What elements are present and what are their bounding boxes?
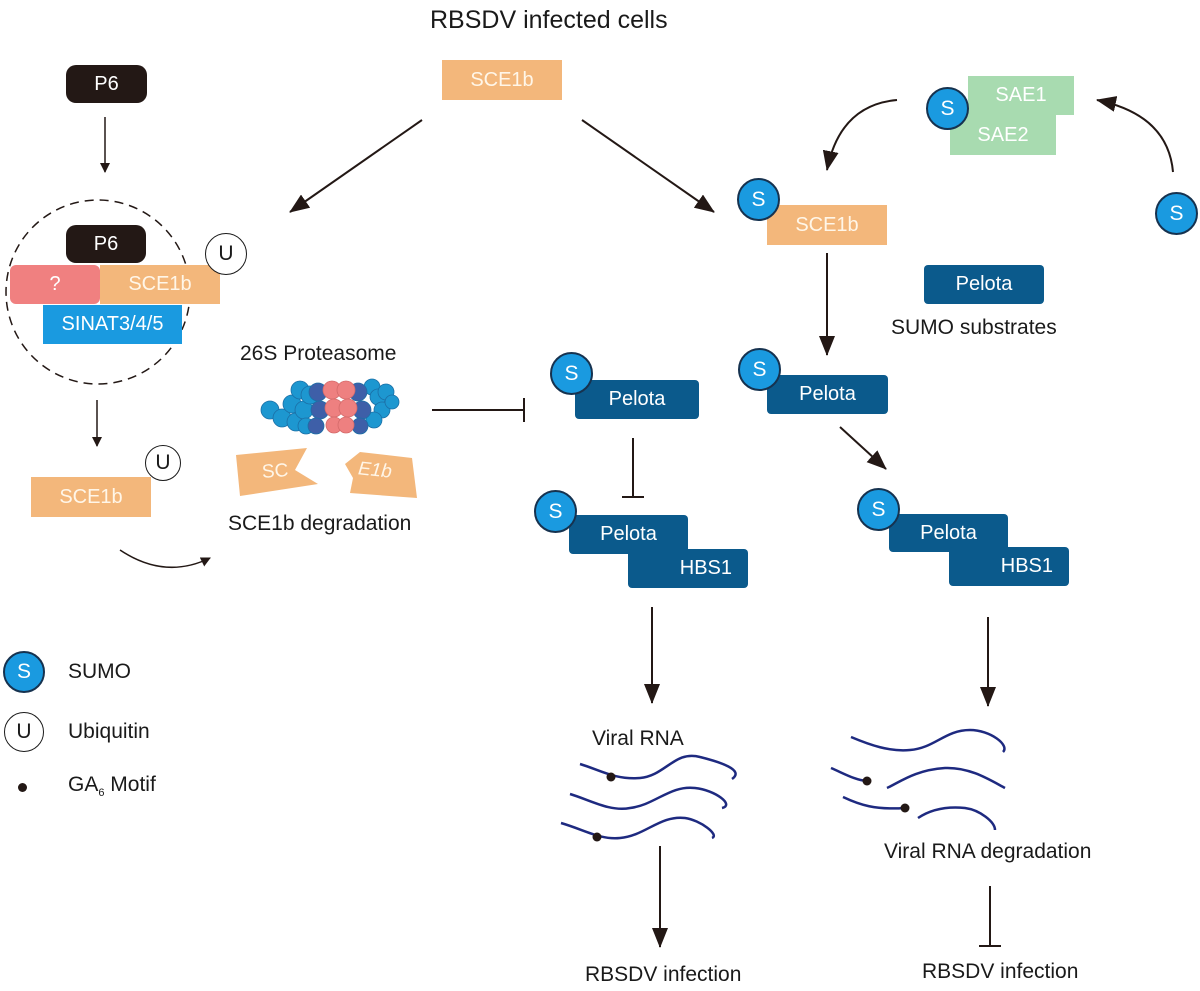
arrow-sae-to-sce1b (822, 99, 898, 171)
top-sce1b-label: SCE1b (470, 68, 534, 91)
sce1b-degradation-label: SCE1b degradation (228, 512, 412, 535)
sae1-protein: SAE1 (968, 76, 1074, 115)
legend-ga6-motif-dot-icon (18, 783, 27, 792)
sumo-symbol: S (1169, 201, 1184, 225)
right-hbs1-protein: HBS1 (949, 547, 1069, 586)
fragment-right-label: E1b (357, 458, 393, 483)
sumo-icon: S (857, 488, 900, 531)
legend-sumo-label: SUMO (68, 660, 131, 683)
degraded-rna-strands (830, 728, 1006, 831)
sumo-icon: S (534, 490, 577, 533)
proteasome-label: 26S Proteasome (240, 342, 397, 365)
sumo-symbol: S (564, 361, 579, 385)
complex-sce1b-protein: SCE1b (100, 265, 220, 304)
rna-fragment (842, 795, 906, 810)
motif-text: Motif (104, 773, 156, 796)
sumo-icon: S (926, 87, 969, 130)
sce1b-fragment-left (236, 448, 318, 496)
ga6-motif-dot (606, 772, 616, 782)
arrow-ubsce1b-to-degradation (119, 549, 211, 569)
sumo-symbol: S (940, 96, 955, 120)
rna-fragment (886, 766, 1006, 790)
middle-pelota-label: Pelota (608, 388, 666, 410)
viral-rna-label: Viral RNA (592, 727, 684, 750)
complex-p6-label: P6 (93, 232, 119, 255)
right-hbs1-label: HBS1 (1000, 555, 1053, 577)
ubiquitinated-sce1b-label: SCE1b (59, 485, 123, 508)
sinat-protein: SINAT3/4/5 (43, 305, 182, 344)
sumoylated-sce1b-label: SCE1b (795, 213, 859, 236)
p6-label: P6 (94, 72, 119, 95)
ubiquitinated-sce1b-protein: SCE1b (31, 477, 151, 517)
rna-strand (560, 816, 716, 840)
rna-fragment (917, 806, 997, 831)
free-sumo-icon: S (1155, 192, 1198, 235)
sumo-symbol: S (548, 499, 563, 523)
arrow-sce1b-to-right (581, 119, 715, 213)
rna-strand (850, 728, 1006, 753)
sae2-protein: SAE2 (950, 115, 1056, 155)
middle-complex-pelota-protein: Pelota (569, 515, 688, 554)
substrate-pelota-protein: Pelota (924, 265, 1044, 304)
sumo-symbol: S (871, 497, 886, 521)
legend-sumo-icon: S (3, 651, 45, 693)
unknown-protein: ? (10, 265, 100, 304)
ubiquitin-symbol: U (218, 242, 234, 265)
diagram-title: RBSDV infected cells (430, 6, 668, 34)
middle-pelota-protein: Pelota (575, 380, 699, 419)
sumo-icon: S (737, 178, 780, 221)
sae1-label: SAE1 (995, 84, 1047, 106)
right-pelota-protein: Pelota (767, 375, 888, 414)
substrate-pelota-label: Pelota (955, 273, 1013, 295)
rna-strand (569, 786, 728, 811)
viral-rna-strands (560, 754, 737, 840)
sumo-icon: S (738, 348, 781, 391)
right-pelota-label: Pelota (799, 383, 856, 405)
arrow-pelota-to-complex (839, 426, 887, 470)
ga6-motif-dot (900, 803, 910, 813)
sumo-symbol: S (16, 660, 31, 683)
sae2-label: SAE2 (977, 123, 1029, 146)
middle-hbs1-protein: HBS1 (628, 549, 748, 588)
sumoylated-sce1b-protein: SCE1b (767, 205, 887, 245)
middle-outcome-label: RBSDV infection (585, 963, 742, 986)
legend-ga6-label: GA6 Motif (68, 773, 156, 799)
ga-text: GA (68, 773, 99, 796)
ga-subscript: 6 (98, 787, 105, 800)
fragment-left-label: SC (261, 460, 290, 483)
middle-hbs1-label: HBS1 (679, 557, 732, 579)
proteasome-icon (260, 378, 400, 435)
arrow-sce1b-to-left (289, 119, 423, 213)
rna-degradation-label: Viral RNA degradation (884, 840, 1092, 863)
complex-p6-protein: P6 (66, 225, 146, 263)
sumo-symbol: S (751, 187, 766, 211)
legend-ubiquitin-label: Ubiquitin (68, 720, 150, 743)
ubiquitin-symbol: U (155, 451, 171, 474)
arrow-free-sumo-to-sae (1096, 96, 1174, 173)
ubiquitin-icon: U (145, 445, 181, 481)
right-outcome-label: RBSDV infection (922, 960, 1079, 983)
right-complex-pelota-protein: Pelota (889, 514, 1008, 552)
legend-ubiquitin-icon: U (4, 712, 44, 752)
p6-protein: P6 (66, 65, 147, 103)
unknown-protein-label: ? (49, 273, 61, 295)
ubiquitin-symbol: U (16, 720, 32, 743)
sumo-icon: S (550, 352, 593, 395)
top-sce1b-protein: SCE1b (442, 60, 562, 100)
ga6-motif-dot (592, 832, 602, 842)
sumo-substrates-label: SUMO substrates (891, 316, 1057, 339)
right-complex-pelota-label: Pelota (920, 521, 977, 544)
rna-fragment (830, 766, 868, 783)
ga6-motif-dot (862, 776, 872, 786)
rna-strand (579, 754, 737, 781)
ubiquitin-icon: U (205, 233, 247, 275)
legend: S SUMO U Ubiquitin GA6 Motif (0, 640, 260, 810)
complex-sce1b-label: SCE1b (128, 273, 192, 295)
sce1b-fragment-right (345, 452, 417, 498)
sumo-symbol: S (752, 357, 767, 381)
middle-complex-pelota-label: Pelota (600, 523, 657, 545)
sinat-label: SINAT3/4/5 (61, 313, 164, 335)
